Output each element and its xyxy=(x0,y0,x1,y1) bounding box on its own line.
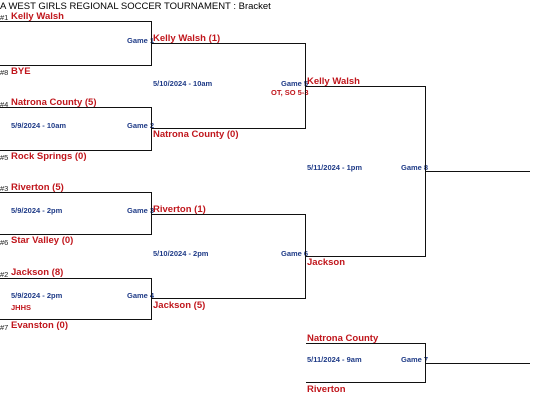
seed-number: #2 xyxy=(0,270,9,279)
game-5-label: Game 5 xyxy=(281,79,309,88)
bracket-line xyxy=(0,107,152,108)
team-evanston[interactable]: Evanston (0) xyxy=(11,320,69,331)
page-title: A WEST GIRLS REGIONAL SOCCER TOURNAMENT … xyxy=(0,1,271,12)
bracket-line xyxy=(305,43,306,129)
bracket-line xyxy=(0,65,152,66)
team-kelly-walsh[interactable]: Kelly Walsh xyxy=(11,11,64,22)
bracket-line xyxy=(305,214,306,299)
team-rock-springs[interactable]: Rock Springs (0) xyxy=(11,151,87,162)
seed-number: #5 xyxy=(0,153,9,162)
bracket-line xyxy=(152,43,306,44)
team-natrona-county-r2[interactable]: Natrona County (0) xyxy=(153,129,239,140)
bracket-line xyxy=(0,21,152,22)
team-jackson-r3[interactable]: Jackson xyxy=(307,257,346,268)
bracket-line xyxy=(306,86,426,87)
seed-number: #8 xyxy=(0,68,9,77)
bracket-line xyxy=(306,256,426,257)
bracket-line xyxy=(0,192,152,193)
game-7-date: 5/11/2024 - 9am xyxy=(307,355,362,364)
bracket-line xyxy=(152,298,306,299)
bracket-line xyxy=(306,343,426,344)
seed-number: #1 xyxy=(0,13,9,22)
seed-number: #3 xyxy=(0,184,9,193)
champion-line xyxy=(425,171,530,172)
game-2-label: Game 2 xyxy=(127,121,155,130)
bracket-line xyxy=(0,150,152,151)
game-3-date: 5/9/2024 - 2pm xyxy=(11,206,63,215)
team-riverton-c[interactable]: Riverton xyxy=(307,384,346,395)
bracket-line xyxy=(152,214,306,215)
team-riverton-r2[interactable]: Riverton (1) xyxy=(153,204,206,215)
seed-number: #6 xyxy=(0,238,9,247)
team-jackson[interactable]: Jackson (8) xyxy=(11,267,64,278)
game-3-label: Game 3 xyxy=(127,206,155,215)
bracket-line xyxy=(151,192,152,235)
game-4-date: 5/9/2024 - 2pm xyxy=(11,291,63,300)
bracket-line xyxy=(0,278,152,279)
game-6-date: 5/10/2024 - 2pm xyxy=(153,249,209,258)
team-jackson-r2[interactable]: Jackson (5) xyxy=(153,300,206,311)
bracket-line xyxy=(0,234,152,235)
team-kelly-walsh-r3[interactable]: Kelly Walsh xyxy=(307,76,360,87)
team-kelly-walsh-r2[interactable]: Kelly Walsh (1) xyxy=(153,33,221,44)
game-5-date: 5/10/2024 - 10am xyxy=(153,79,213,88)
game-8-label: Game 8 xyxy=(401,163,429,172)
game-7-label: Game 7 xyxy=(401,355,429,364)
game-2-date: 5/9/2024 - 10am xyxy=(11,121,67,130)
team-natrona-county[interactable]: Natrona County (5) xyxy=(11,97,97,108)
team-natrona-county-c[interactable]: Natrona County xyxy=(307,333,379,344)
bracket-line xyxy=(306,382,426,383)
bracket-line xyxy=(151,21,152,66)
team-bye[interactable]: BYE xyxy=(11,66,31,77)
bracket-line xyxy=(0,319,152,320)
game-8-date: 5/11/2024 - 1pm xyxy=(307,163,363,172)
seed-number: #4 xyxy=(0,100,9,109)
game-4-label: Game 4 xyxy=(127,291,155,300)
game-4-venue: JHHS xyxy=(11,303,32,312)
third-place-line xyxy=(425,363,530,364)
bracket-line xyxy=(151,278,152,320)
bracket-line xyxy=(152,128,306,129)
seed-number: #7 xyxy=(0,323,9,332)
game-6-label: Game 6 xyxy=(281,249,309,258)
game-1-label: Game 1 xyxy=(127,36,155,45)
team-riverton[interactable]: Riverton (5) xyxy=(11,182,64,193)
team-star-valley[interactable]: Star Valley (0) xyxy=(11,235,74,246)
bracket-line xyxy=(151,107,152,151)
game-5-note: OT, SO 5-3 xyxy=(271,88,309,97)
